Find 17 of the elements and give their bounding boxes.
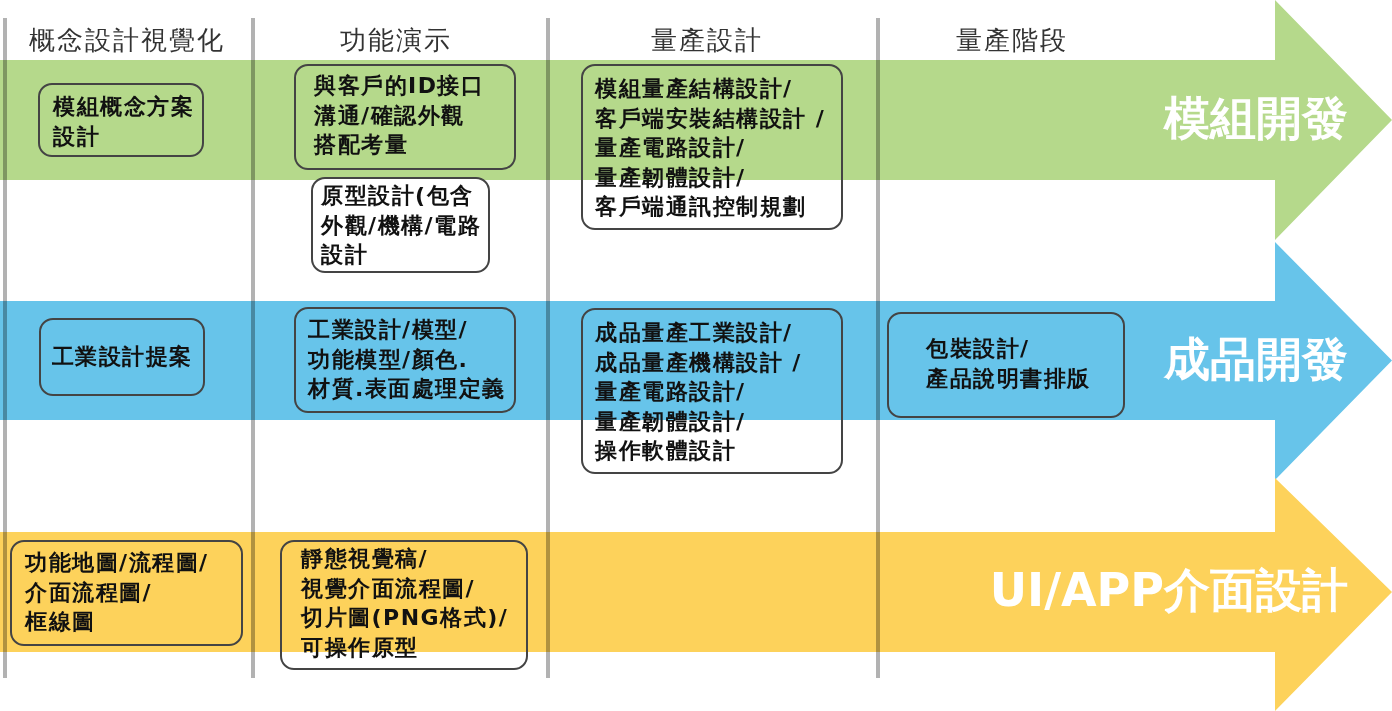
column-header: 量產階段	[956, 24, 1068, 56]
column-header: 概念設計視覺化	[29, 24, 225, 56]
column-header: 功能演示	[340, 24, 452, 56]
task-box: 功能地圖/流程圖/介面流程圖/框線圖	[10, 540, 243, 646]
task-box: 與客戶的ID接口溝通/確認外觀搭配考量	[294, 64, 516, 170]
task-box: 工業設計/模型/功能模型/顏色.材質.表面處理定義	[294, 307, 516, 413]
task-box: 模組概念方案設計	[38, 83, 204, 157]
arrow-band	[0, 242, 1392, 480]
task-box: 原型設計(包含外觀/機構/電路設計	[311, 177, 490, 273]
band-title: 模組開發	[1164, 92, 1348, 144]
band-title: 成品開發	[1164, 332, 1348, 385]
task-box: 包裝設計/產品說明書排版	[887, 312, 1125, 418]
task-box: 工業設計提案	[39, 318, 205, 396]
band-title: UI/APP介面設計	[989, 564, 1348, 616]
column-header: 量產設計	[651, 24, 763, 56]
arrow-band	[0, 0, 1392, 240]
arrow-band	[0, 478, 1392, 711]
